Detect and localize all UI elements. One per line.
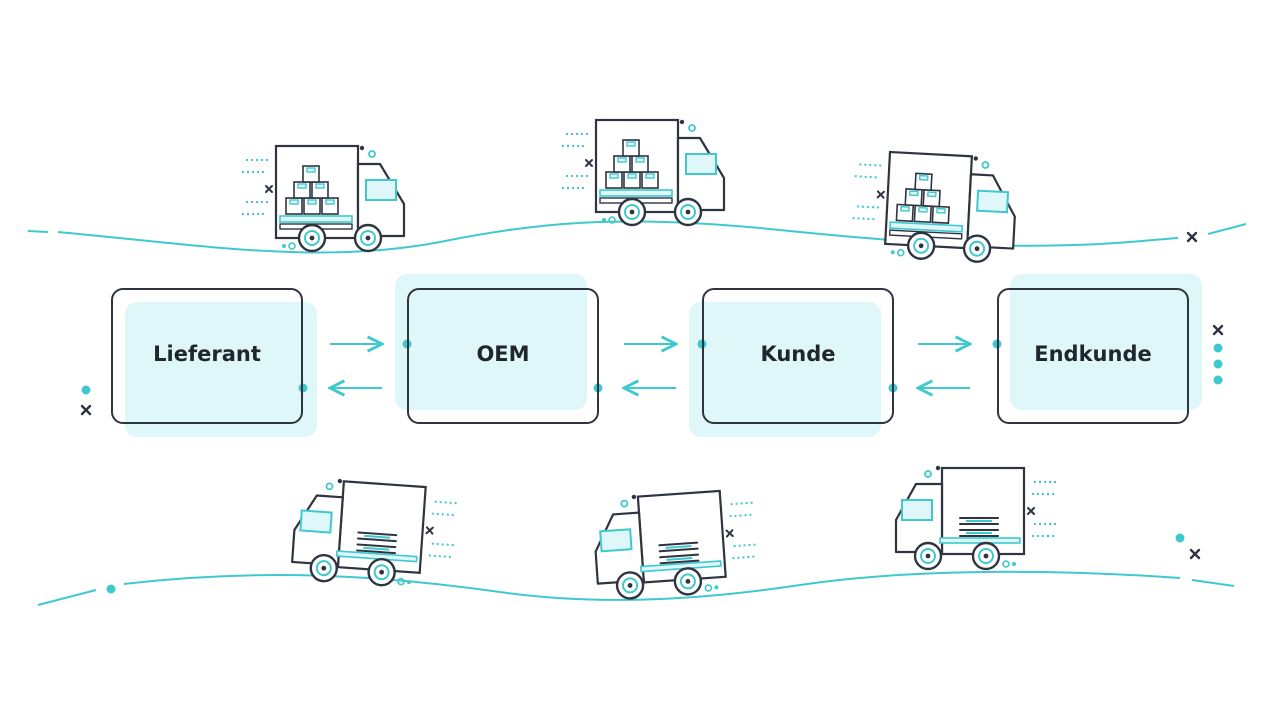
- node-label-lieferant: Lieferant: [153, 342, 261, 366]
- node-oem-backdrop: [395, 274, 587, 410]
- decor-left: [80, 385, 92, 416]
- truck-pallet-icon: [894, 464, 1058, 571]
- node-label-kunde: Kunde: [760, 342, 836, 366]
- truck-pallet-icon: [289, 474, 459, 592]
- node-lieferant: [111, 288, 303, 424]
- connector-dots: [298, 339, 1002, 393]
- node-lieferant-backdrop: [125, 302, 317, 437]
- decor-bottom-left-dot: [106, 584, 116, 594]
- truck-loaded-icon: [560, 118, 726, 227]
- node-endkunde: [997, 288, 1189, 424]
- node-label-endkunde: Endkunde: [1034, 342, 1152, 366]
- truck-pallet-icon: [590, 485, 760, 602]
- decor-right: [1212, 324, 1224, 385]
- truck-loaded-icon: [849, 148, 1020, 265]
- node-label-oem: OEM: [476, 342, 530, 366]
- node-oem: [407, 288, 599, 424]
- decor-top-right: [1186, 231, 1198, 243]
- top-road-line: [27, 220, 1247, 254]
- truck-loaded-icon: [240, 144, 406, 253]
- node-kunde: [702, 288, 894, 424]
- node-kunde-backdrop: [689, 302, 881, 437]
- node-endkunde-backdrop: [1010, 274, 1202, 410]
- decor-bottom-right: [1175, 533, 1201, 560]
